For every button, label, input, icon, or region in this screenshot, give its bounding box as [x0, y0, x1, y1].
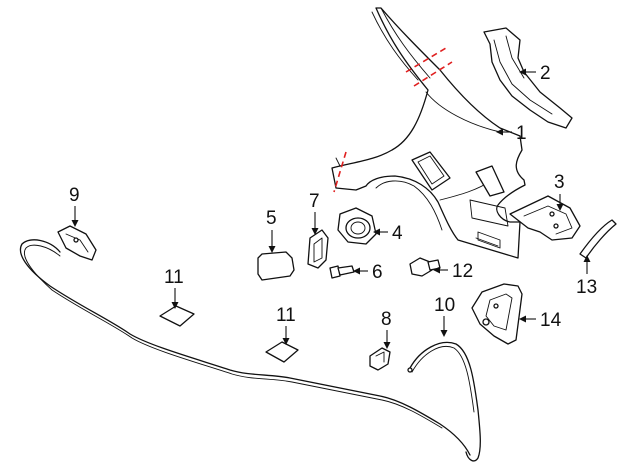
callout-2: 2 — [540, 63, 551, 84]
release-lever-part-9[interactable] — [57, 225, 97, 261]
callout-9: 9 — [69, 185, 80, 206]
release-cable — [19, 239, 471, 456]
callout-11a: 11 — [164, 267, 184, 288]
clip-part-8[interactable] — [369, 347, 391, 371]
pad-part-11b[interactable] — [265, 341, 299, 363]
bracket-part-14[interactable] — [471, 283, 523, 345]
clip-part-12[interactable] — [409, 257, 441, 277]
pad-part-11a[interactable] — [159, 305, 195, 327]
callout-8: 8 — [381, 309, 392, 330]
pillar-reinforcement-part-2[interactable] — [483, 27, 573, 129]
callout-3: 3 — [554, 172, 565, 193]
callout-11b: 11 — [276, 305, 296, 326]
actuator-part-7[interactable] — [307, 229, 329, 269]
callout-1: 1 — [516, 123, 527, 144]
callout-12: 12 — [452, 261, 473, 282]
callout-4: 4 — [392, 223, 403, 244]
leader-lines — [71, 68, 591, 349]
callout-10: 10 — [434, 295, 455, 316]
cut-lines — [333, 47, 453, 193]
callout-5: 5 — [266, 208, 277, 229]
fuel-door-part-5[interactable] — [257, 251, 295, 281]
quarter-panel-part-1[interactable] — [331, 7, 526, 259]
cable-part-10[interactable] — [407, 341, 481, 462]
callout-7: 7 — [309, 191, 320, 212]
trim-strip-part-13[interactable] — [579, 219, 617, 259]
bolt-part-6[interactable] — [329, 265, 355, 279]
bracket-part-3[interactable] — [509, 195, 581, 241]
callout-6: 6 — [372, 262, 383, 283]
fuel-door-housing-part-4[interactable] — [337, 207, 377, 245]
callout-labels: 1 2 3 4 5 6 7 8 9 10 11 11 12 13 14 — [69, 63, 597, 331]
callout-14: 14 — [540, 310, 562, 331]
callout-13: 13 — [576, 277, 597, 298]
